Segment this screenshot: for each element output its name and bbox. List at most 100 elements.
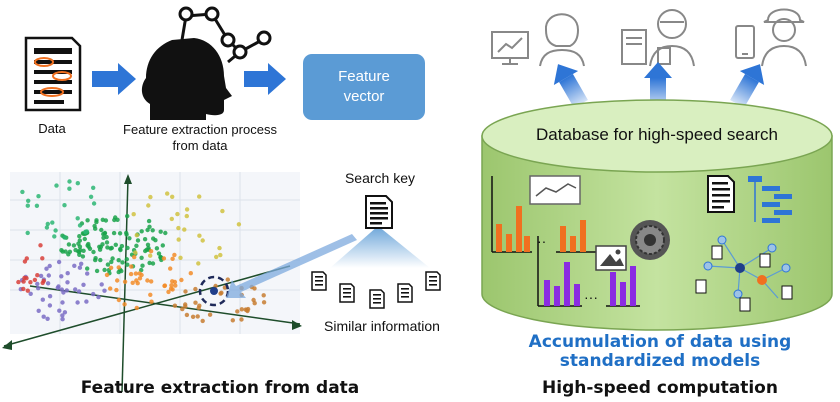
scatter-point <box>25 230 30 236</box>
scatter-point <box>225 277 230 282</box>
scatter-point <box>81 248 86 253</box>
small-document-icon <box>397 283 413 303</box>
scatter-point <box>60 313 65 318</box>
scatter-point <box>120 260 125 265</box>
scatter-point <box>134 305 139 311</box>
scatter-point <box>182 227 187 232</box>
scatter-point <box>245 306 251 312</box>
scatter-point <box>25 288 30 293</box>
scatter-point <box>220 208 225 214</box>
scatter-point <box>178 255 183 260</box>
scatter-point <box>175 211 180 217</box>
scatter-point <box>78 247 83 253</box>
ai-head-icon <box>141 6 272 120</box>
search-beam <box>330 226 430 268</box>
scatter-point <box>38 243 43 248</box>
svg-text:··: ·· <box>537 233 546 249</box>
scatter-point <box>98 257 103 263</box>
highlighted-point <box>210 287 218 295</box>
scatter-point <box>149 279 154 284</box>
scatter-point <box>32 277 38 283</box>
scatter-point <box>98 244 104 250</box>
scatter-point <box>139 255 144 260</box>
scatter-point <box>133 250 138 255</box>
scatter-point <box>214 254 219 260</box>
scatter-point <box>162 283 168 288</box>
worker-user-icon <box>761 8 807 67</box>
small-document-icon <box>369 289 385 309</box>
scatter-point <box>45 281 51 286</box>
scatter-point <box>85 271 90 276</box>
scatter-point <box>158 229 163 234</box>
scatter-point <box>80 254 86 259</box>
scatter-point <box>111 230 117 236</box>
scatter-point <box>102 230 108 236</box>
scatter-point <box>170 287 175 292</box>
scatter-point <box>41 314 46 319</box>
scatter-point <box>22 259 28 264</box>
scatter-point <box>28 291 33 296</box>
small-document-icon <box>425 271 441 291</box>
scatter-point <box>161 256 167 261</box>
scatter-point <box>180 306 185 312</box>
scatter-point <box>72 263 77 268</box>
scatter-point <box>184 312 190 318</box>
scatter-point <box>66 242 72 247</box>
scatter-point <box>183 289 188 294</box>
scatter-point <box>108 265 114 270</box>
database-label: Database for high-speed search <box>536 125 778 144</box>
feature-vector-box: Feature vector <box>303 54 425 120</box>
scatter-point <box>24 276 29 281</box>
scatter-point <box>52 234 57 239</box>
scatter-point <box>235 309 240 314</box>
scatter-point <box>101 235 106 240</box>
scatter-point <box>128 271 134 277</box>
scatter-point <box>252 301 257 306</box>
woman-user-icon <box>539 13 585 67</box>
scatter-point <box>67 186 72 191</box>
scatter-point <box>122 279 128 284</box>
scatter-point <box>35 273 40 278</box>
scatter-point <box>94 218 99 223</box>
scatter-point <box>21 279 26 284</box>
scatter-point <box>104 240 110 245</box>
scatter-point <box>88 194 94 199</box>
scatter-point <box>207 312 213 317</box>
scatter-point <box>193 286 198 292</box>
scatter-point <box>183 304 188 309</box>
scatter-point <box>44 225 50 230</box>
scatter-point <box>77 265 83 270</box>
scatter-point <box>200 238 205 243</box>
scatter-point <box>110 256 115 261</box>
scatter-point <box>142 237 148 242</box>
scatter-point <box>64 288 70 293</box>
scatter-point <box>160 243 165 248</box>
scatter-point <box>261 300 267 305</box>
scatter-point <box>59 274 64 279</box>
scatter-point <box>45 221 50 227</box>
scatter-point <box>147 224 152 229</box>
scatter-point <box>28 280 33 285</box>
scatter-point <box>130 280 135 285</box>
scatter-point <box>47 303 53 308</box>
smartphone-icon <box>735 25 755 59</box>
scatter-point <box>99 227 104 233</box>
scatter-point <box>124 257 129 262</box>
scatter-point <box>79 261 84 266</box>
man-glasses-user-icon <box>649 9 695 67</box>
scatter-point <box>41 278 46 284</box>
scatter-point <box>132 254 137 260</box>
turbine-gear-icon <box>630 220 670 260</box>
scatter-point <box>137 276 143 281</box>
scatter-point <box>75 181 81 186</box>
scatter-point <box>108 286 113 291</box>
scatter-point <box>119 243 125 249</box>
scatter-point <box>20 189 25 195</box>
scatter-point <box>184 213 189 219</box>
arrow-right-icon <box>92 63 136 95</box>
scatter-point <box>116 265 121 270</box>
scatter-point <box>166 289 171 295</box>
scatter-point <box>38 273 44 279</box>
scatter-point <box>35 281 40 287</box>
scatter-point <box>47 294 53 299</box>
